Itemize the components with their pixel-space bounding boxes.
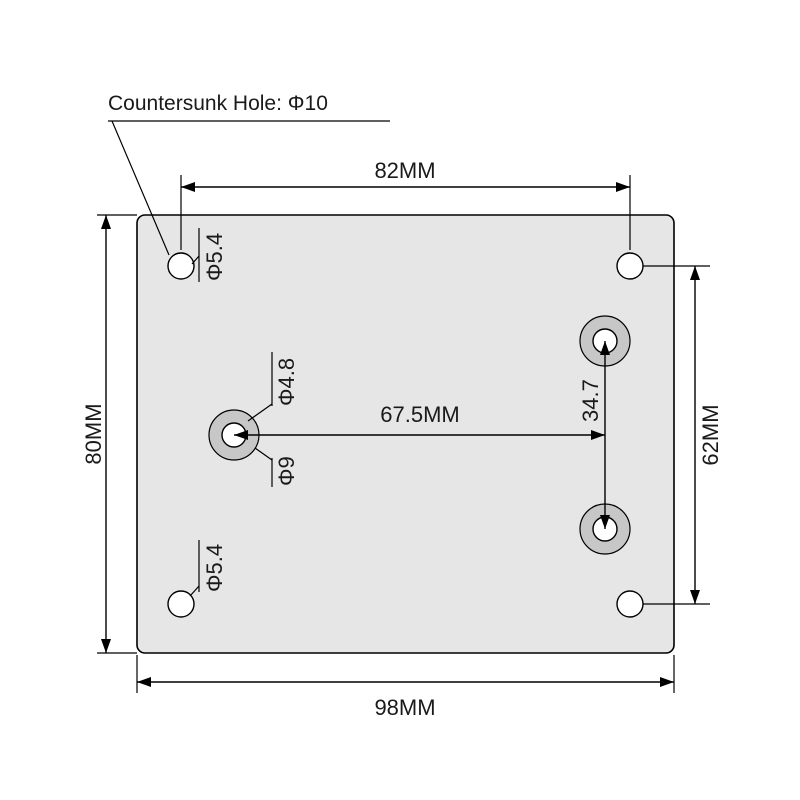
hole-label-bottom-left: Φ5.4 [202, 544, 227, 592]
arrow-34-7-top [600, 341, 610, 355]
hole-leader-bottom-left [189, 585, 200, 597]
dimension-label-82mm: 82MM [374, 158, 435, 183]
dimension-label-98mm: 98MM [374, 695, 435, 720]
arrow-34-7-bottom [600, 515, 610, 529]
arrow-62-bottom [690, 590, 700, 604]
arrow-82-right [616, 182, 630, 192]
dimension-label-80mm: 80MM [81, 403, 106, 464]
leader-line-inner-hole [247, 403, 273, 422]
hole-label-inner: Φ4.8 [274, 358, 299, 406]
arrow-67-5-left [234, 430, 248, 440]
arrow-62-top [690, 266, 700, 280]
hole-label-top-left: Φ5.4 [202, 233, 227, 281]
arrow-80-top [101, 215, 111, 229]
arrow-98-left [137, 677, 151, 687]
callout-leader [111, 120, 170, 256]
arrow-98-right [660, 677, 674, 687]
dimension-label-62mm: 62MM [698, 404, 723, 465]
dimension-label-34-7: 34.7 [578, 379, 603, 422]
leader-line-outer-diameter [254, 447, 273, 461]
arrow-67-5-right [591, 430, 605, 440]
countersunk-callout-label: Countersunk Hole: Φ10 [108, 92, 328, 115]
hole-label-outer-diameter: Φ9 [274, 456, 299, 486]
mounting-hole-bottom-right [616, 590, 644, 618]
mounting-plate [136, 214, 675, 654]
mounting-hole-top-right [616, 252, 644, 280]
hole-leader-top-left [191, 255, 200, 265]
mounting-hole-top-left [167, 252, 195, 280]
arrow-82-left [181, 182, 195, 192]
mounting-hole-bottom-left [167, 590, 195, 618]
arrow-80-bottom [101, 639, 111, 653]
dimension-label-67-5mm: 67.5MM [380, 402, 459, 427]
